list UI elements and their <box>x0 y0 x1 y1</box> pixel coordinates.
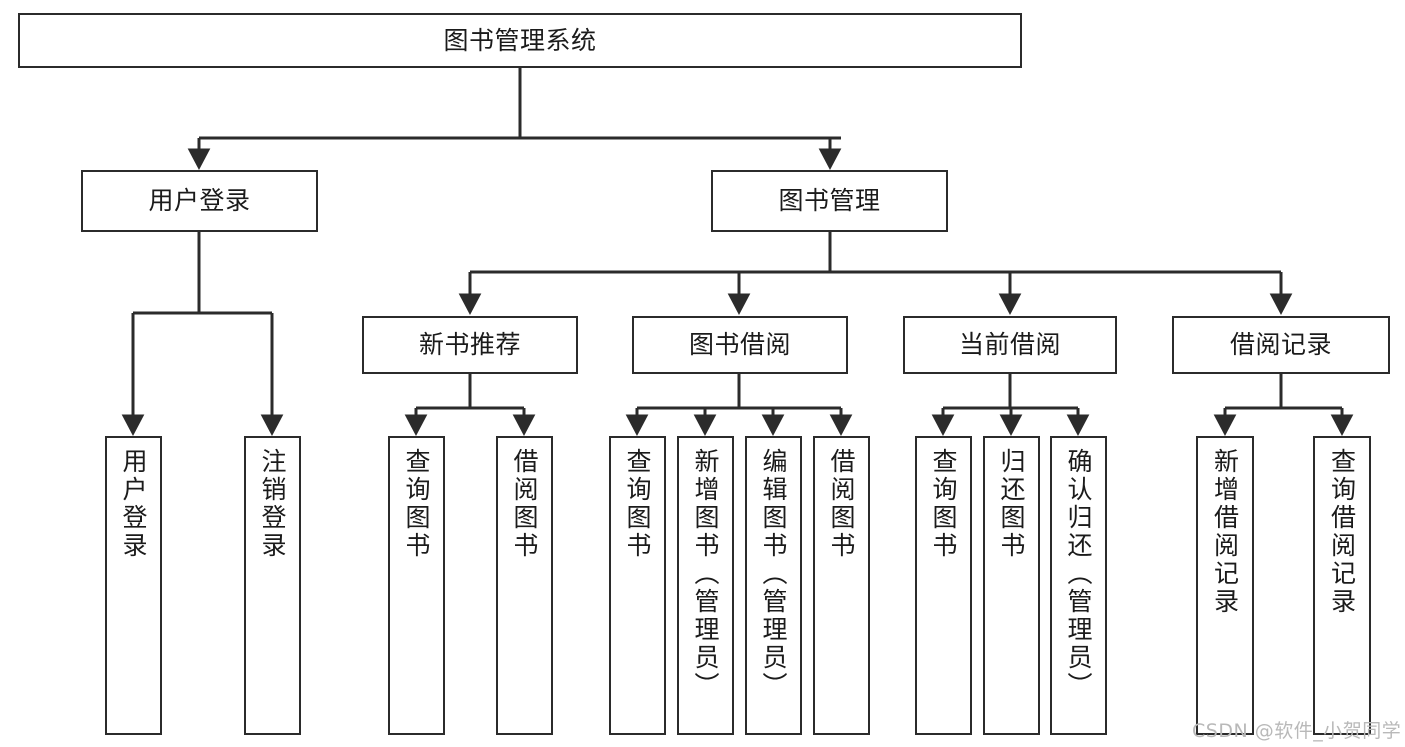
node-current-borrow[interactable]: 当前借阅 <box>903 316 1117 374</box>
edges-new-book-recommend-to-leaves <box>404 374 536 436</box>
edges-current-borrow-to-leaves <box>931 374 1090 436</box>
node-borrow-record[interactable]: 借阅记录 <box>1172 316 1390 374</box>
node-leaf-borrow-book-2[interactable]: 借阅图书 <box>813 436 870 735</box>
node-leaf-user-login-label: 用户登录 <box>119 448 148 560</box>
node-leaf-add-book[interactable]: 新增图书（管理员） <box>677 436 734 735</box>
node-new-book-recommend[interactable]: 新书推荐 <box>362 316 578 374</box>
node-leaf-add-record-label: 新增借阅记录 <box>1210 448 1240 616</box>
node-leaf-confirm-return[interactable]: 确认归还（管理员） <box>1050 436 1107 735</box>
node-leaf-edit-book[interactable]: 编辑图书（管理员） <box>745 436 802 735</box>
node-leaf-edit-book-label: 编辑图书（管理员） <box>759 448 788 700</box>
node-leaf-add-record[interactable]: 新增借阅记录 <box>1196 436 1254 735</box>
node-root-system[interactable]: 图书管理系统 <box>18 13 1022 68</box>
node-leaf-add-book-label: 新增图书（管理员） <box>691 448 720 700</box>
node-book-borrow[interactable]: 图书借阅 <box>632 316 848 374</box>
node-leaf-return-book[interactable]: 归还图书 <box>983 436 1040 735</box>
node-root-system-label: 图书管理系统 <box>443 25 597 55</box>
node-leaf-borrow-book-1[interactable]: 借阅图书 <box>496 436 553 735</box>
node-leaf-query-record-label: 查询借阅记录 <box>1327 448 1357 616</box>
edges-book-management-to-level3 <box>458 232 1293 315</box>
edges-root-to-level2 <box>187 67 842 170</box>
node-new-book-recommend-label: 新书推荐 <box>418 330 521 360</box>
node-leaf-query-book-1-label: 查询图书 <box>402 448 431 560</box>
csdn-watermark: CSDN @软件_小贺同学 <box>1192 720 1402 742</box>
node-leaf-borrow-book-2-label: 借阅图书 <box>827 448 856 560</box>
node-leaf-query-book-3-label: 查询图书 <box>929 448 958 560</box>
node-book-management-label: 图书管理 <box>778 186 881 216</box>
node-leaf-query-record[interactable]: 查询借阅记录 <box>1313 436 1371 735</box>
node-leaf-query-book-1[interactable]: 查询图书 <box>388 436 445 735</box>
node-leaf-confirm-return-label: 确认归还（管理员） <box>1064 448 1093 700</box>
node-leaf-logout-login-label: 注销登录 <box>258 448 287 560</box>
node-leaf-query-book-2-label: 查询图书 <box>623 448 652 560</box>
node-leaf-query-book-3[interactable]: 查询图书 <box>915 436 972 735</box>
node-leaf-query-book-2[interactable]: 查询图书 <box>609 436 666 735</box>
node-leaf-user-login[interactable]: 用户登录 <box>105 436 162 735</box>
node-user-login[interactable]: 用户登录 <box>81 170 318 232</box>
edges-borrow-record-to-leaves <box>1213 374 1354 436</box>
node-book-management[interactable]: 图书管理 <box>711 170 948 232</box>
edges-book-borrow-to-leaves <box>625 374 853 436</box>
node-leaf-return-book-label: 归还图书 <box>997 448 1026 560</box>
node-current-borrow-label: 当前借阅 <box>958 330 1061 360</box>
edges-user-login-to-leaves <box>121 232 284 436</box>
node-book-borrow-label: 图书借阅 <box>688 330 791 360</box>
node-leaf-borrow-book-1-label: 借阅图书 <box>510 448 539 560</box>
node-user-login-label: 用户登录 <box>148 186 251 216</box>
node-leaf-logout-login[interactable]: 注销登录 <box>244 436 301 735</box>
node-borrow-record-label: 借阅记录 <box>1229 330 1332 360</box>
